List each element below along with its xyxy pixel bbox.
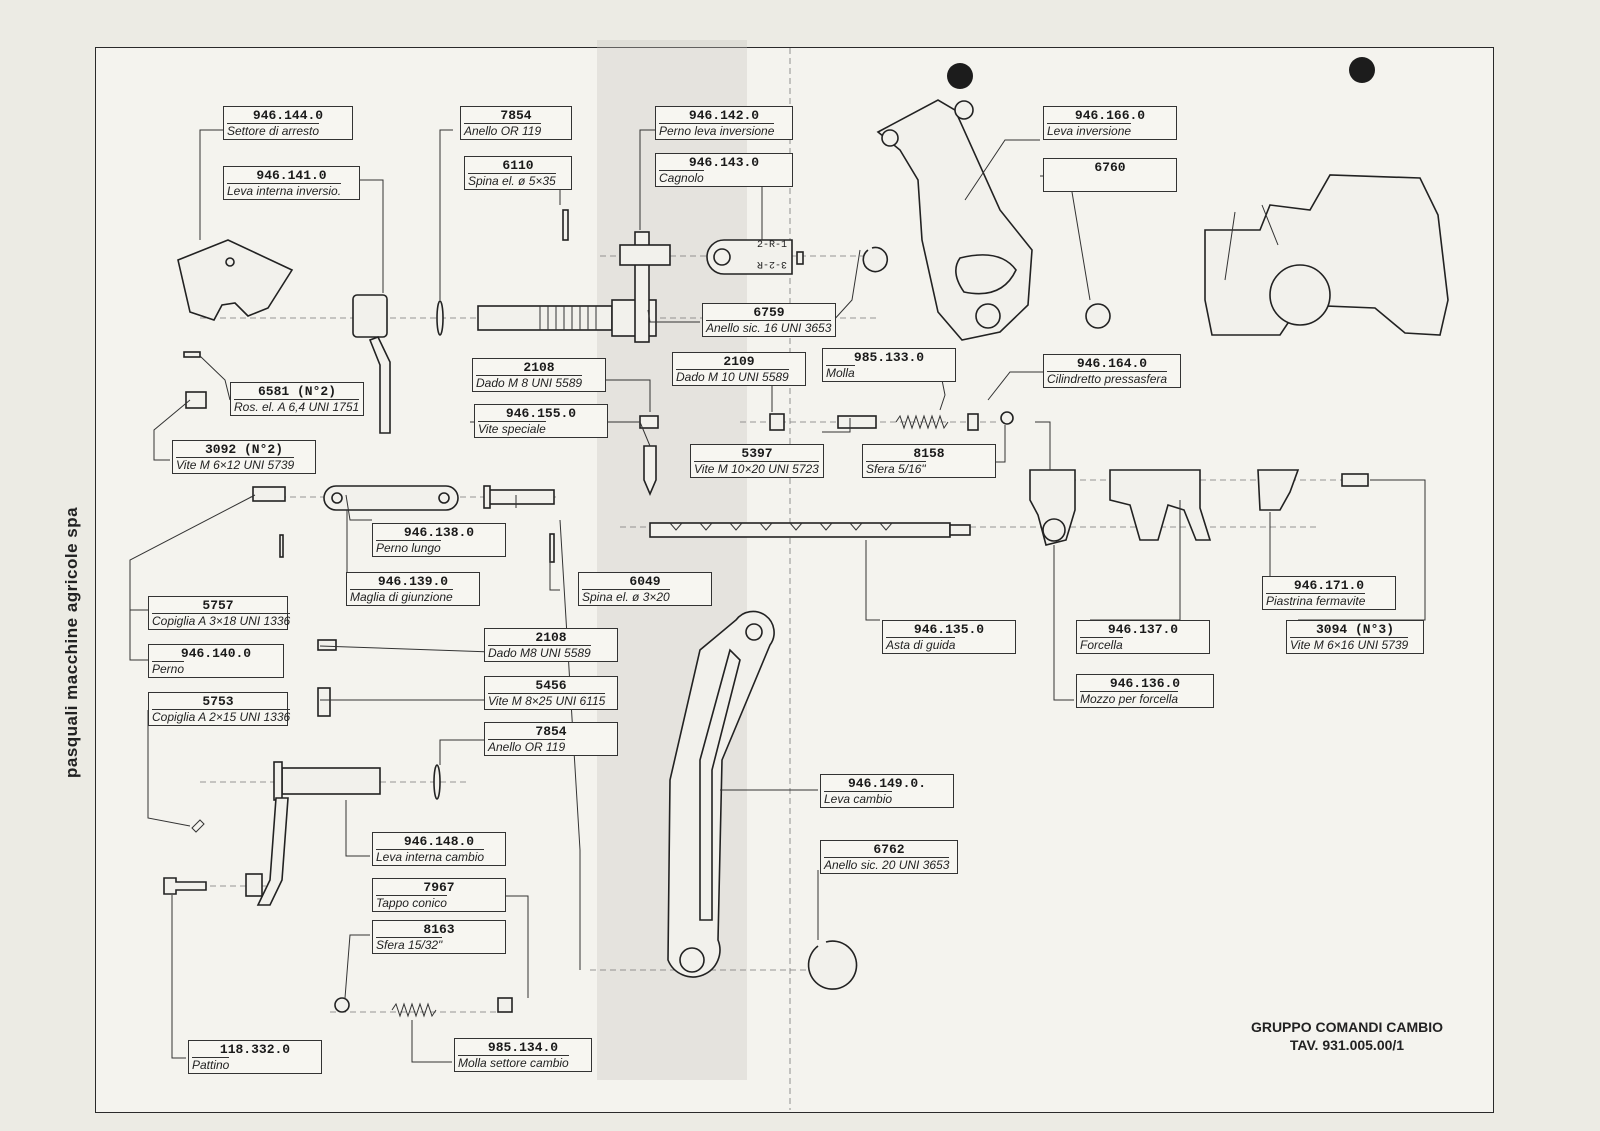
hole-mark-2 (1349, 57, 1375, 83)
cam-mark-bottom: 3-2-R (757, 258, 788, 269)
cagnolo (706, 239, 793, 275)
label-leva-cambio: 946.149.0.Leva cambio (820, 774, 954, 808)
label-vite-m6x12: 3092 (N°2)Vite M 6×12 UNI 5739 (172, 440, 316, 474)
drawing-title: GRUPPO COMANDI CAMBIO (1250, 1019, 1444, 1035)
molla (895, 414, 949, 430)
molla-settore (391, 1002, 437, 1018)
pattino (163, 877, 207, 895)
cam-mark-top: 2-R-1 (757, 240, 788, 251)
perno-leva-inversione (477, 305, 613, 331)
anello-sic-16 (862, 246, 889, 273)
settore-arresto (177, 239, 294, 321)
piastrina (1257, 469, 1300, 511)
anello-sic-20 (807, 940, 858, 990)
leva-interna-inversio (352, 294, 388, 338)
hole-mark-1 (947, 63, 973, 89)
leva-cambio (667, 610, 775, 978)
forcella (1109, 469, 1212, 541)
leva-interna-cambio (281, 767, 381, 795)
leva-inversione (876, 99, 1033, 341)
drawing-sheet (95, 47, 1494, 1113)
label-6760: 6760 (1043, 158, 1177, 192)
label-ros-el: 6581 (N°2)Ros. el. A 6,4 UNI 1751 (230, 382, 364, 416)
anello-6760 (1085, 303, 1111, 329)
maglia-giunzione (323, 485, 459, 511)
gearbox-sketch (1204, 174, 1449, 336)
label-vite-m6x16: 3094 (N°3)Vite M 6×16 UNI 5739 (1286, 620, 1424, 654)
drawing-number: TAV. 931.005.00/1 (1289, 1037, 1405, 1053)
title-block: GRUPPO COMANDI CAMBIO TAV. 931.005.00/1 (1232, 1018, 1462, 1054)
